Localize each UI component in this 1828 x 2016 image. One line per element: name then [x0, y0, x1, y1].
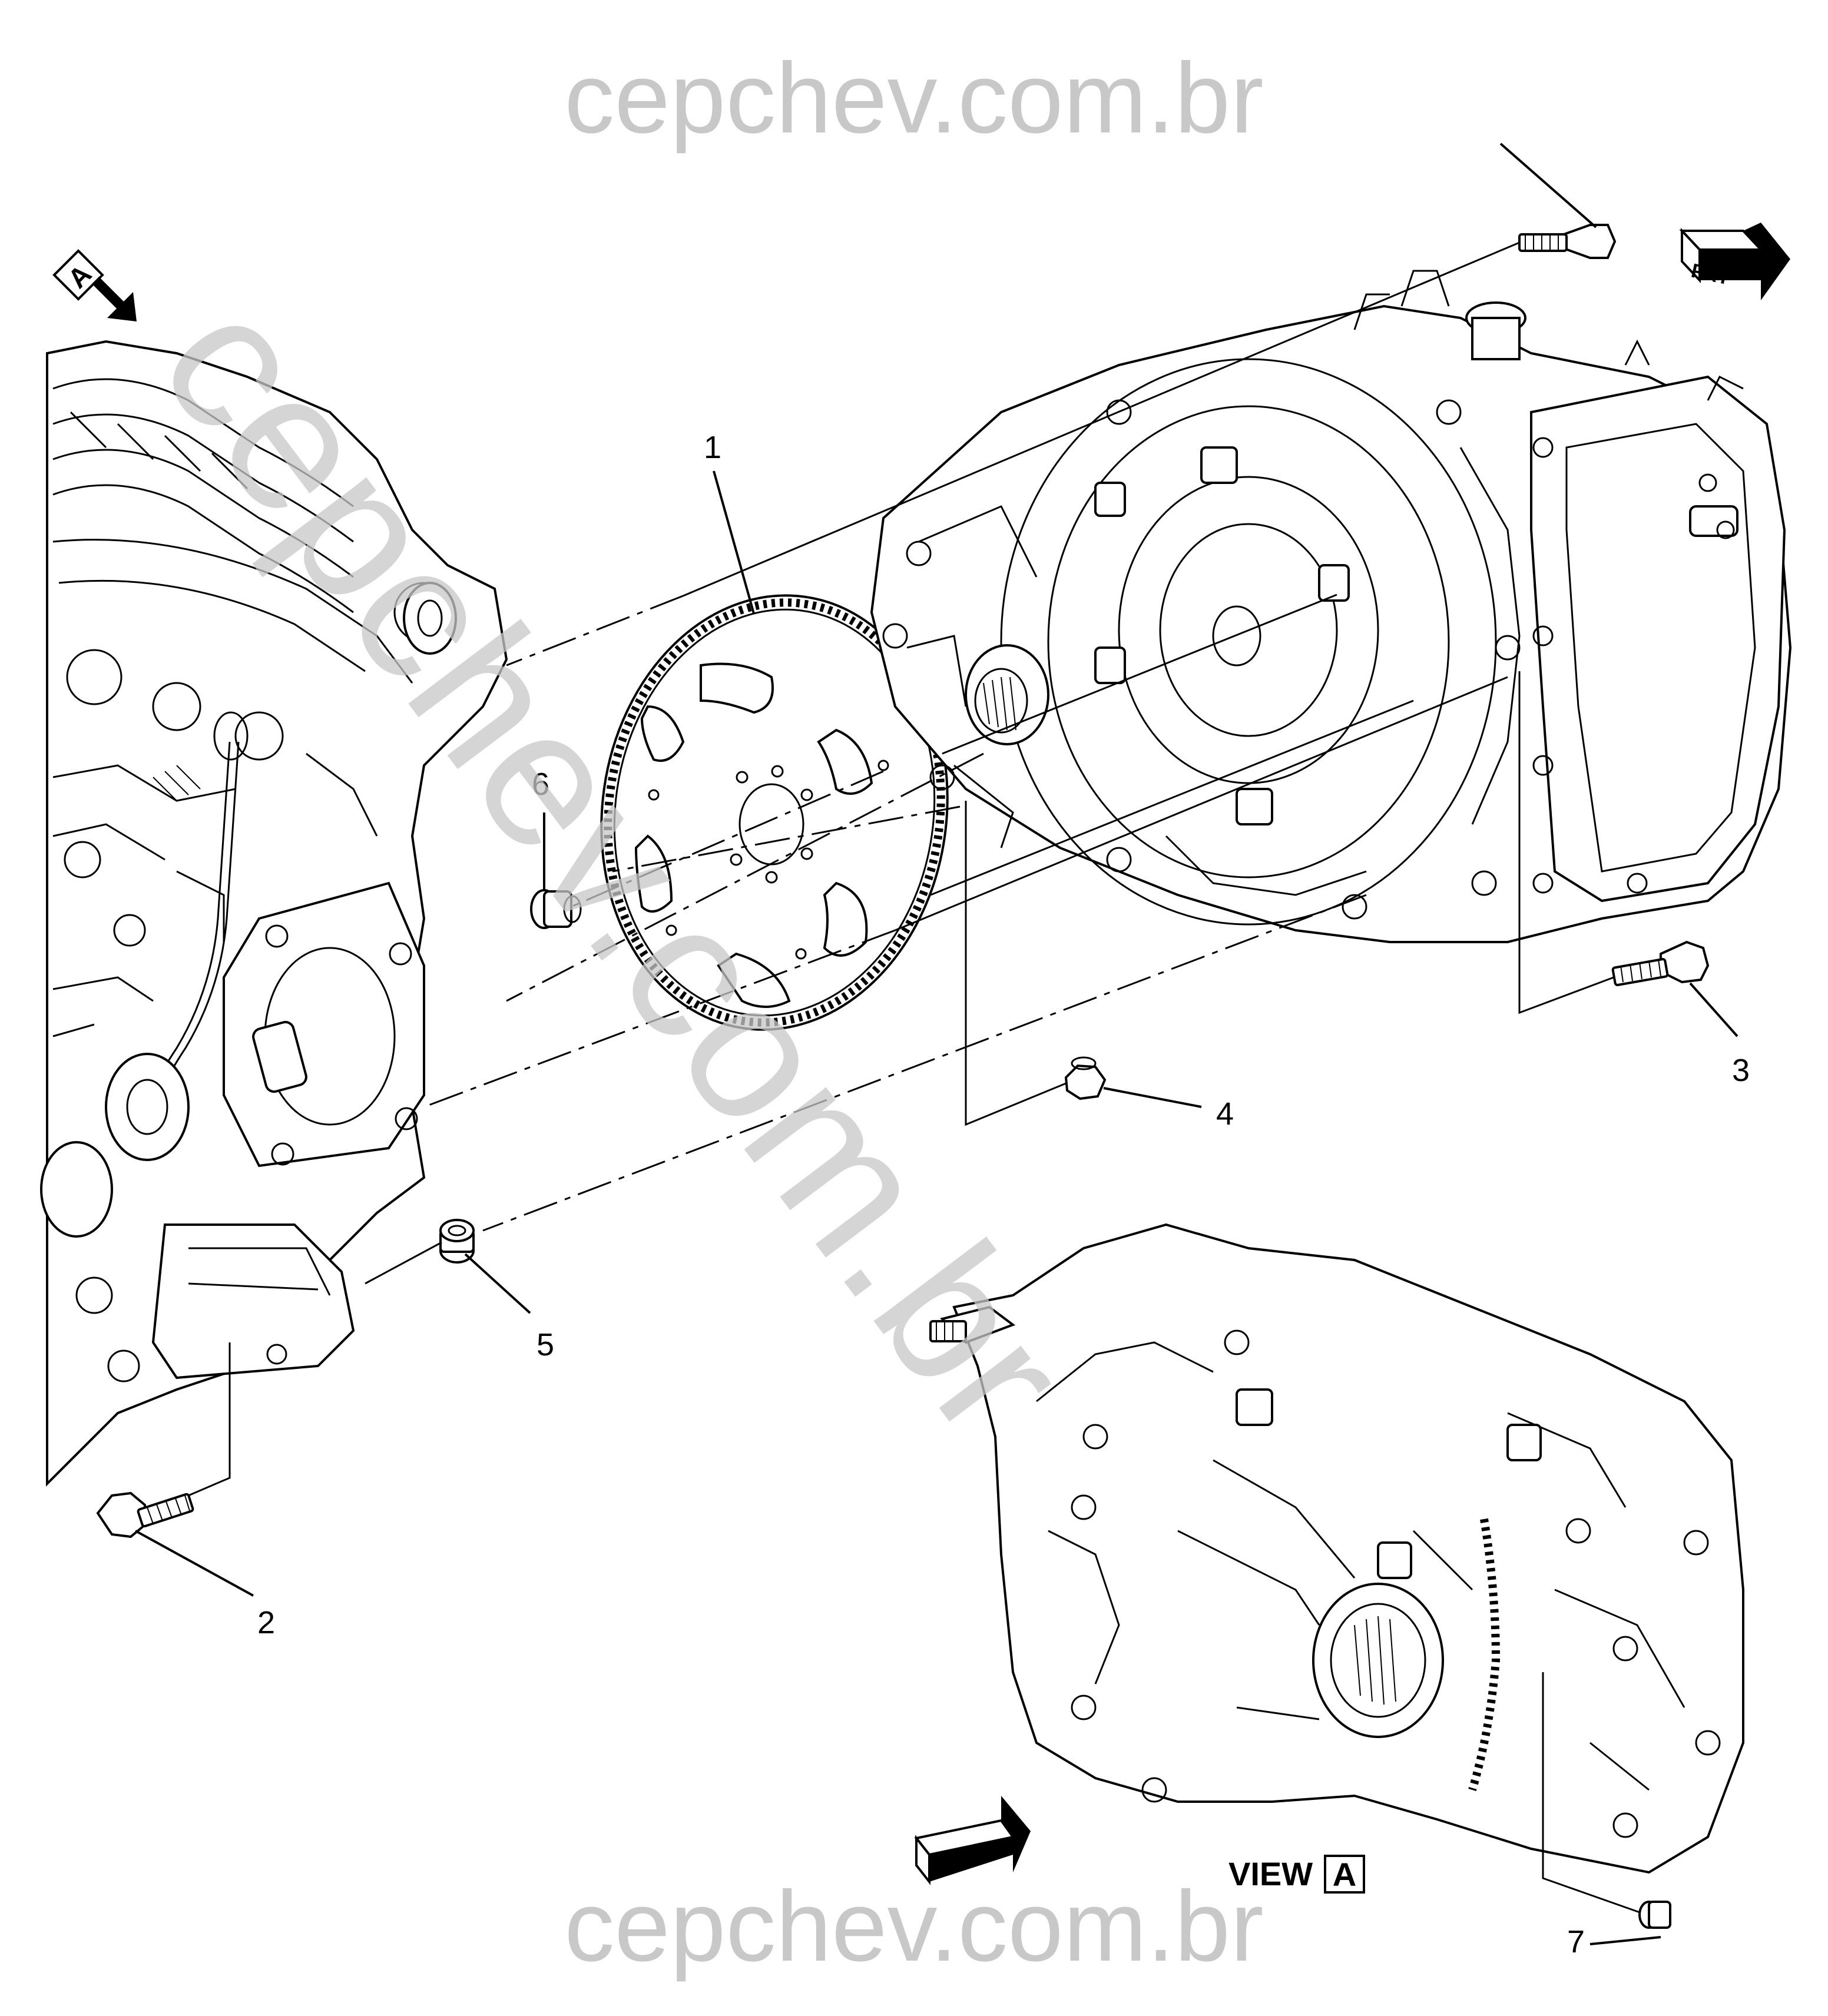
view-a-marker: A [52, 249, 137, 321]
view-a-label: VIEW A [1228, 1855, 1365, 1894]
engine-assembly [40, 340, 508, 1487]
bolt-6 [530, 889, 582, 929]
view-a-label-text: VIEW [1228, 1855, 1313, 1892]
flywheel [600, 594, 949, 1031]
view-a-detail [929, 1223, 1744, 1915]
leaders [135, 142, 1738, 1945]
alignment-lines [188, 241, 1614, 1497]
bolt-3 [1611, 940, 1710, 986]
bolt-4 [1064, 1056, 1107, 1100]
callout-5: 5 [537, 1327, 554, 1362]
front-arrow-bottom: FRT [914, 1796, 1031, 1885]
bolt-top-right [1518, 224, 1617, 259]
watermark-bottom: cepchev.com.br [564, 1871, 1263, 1982]
dowel-5 [439, 1219, 475, 1264]
callout-6: 6 [532, 767, 549, 802]
callout-4: 4 [1216, 1096, 1234, 1132]
watermark-top: cepchev.com.br [564, 42, 1263, 154]
callout-3: 3 [1732, 1053, 1750, 1088]
callout-2: 2 [257, 1605, 275, 1640]
bolt-2 [96, 1491, 194, 1538]
transaxle-assembly [870, 270, 1792, 943]
bolt-7 [1638, 1901, 1671, 1929]
callout-1: 1 [704, 430, 721, 465]
view-a-label-letter: A [1333, 1856, 1356, 1893]
front-arrow-top: FRT [1679, 223, 1790, 300]
callout-7: 7 [1567, 1924, 1585, 1959]
